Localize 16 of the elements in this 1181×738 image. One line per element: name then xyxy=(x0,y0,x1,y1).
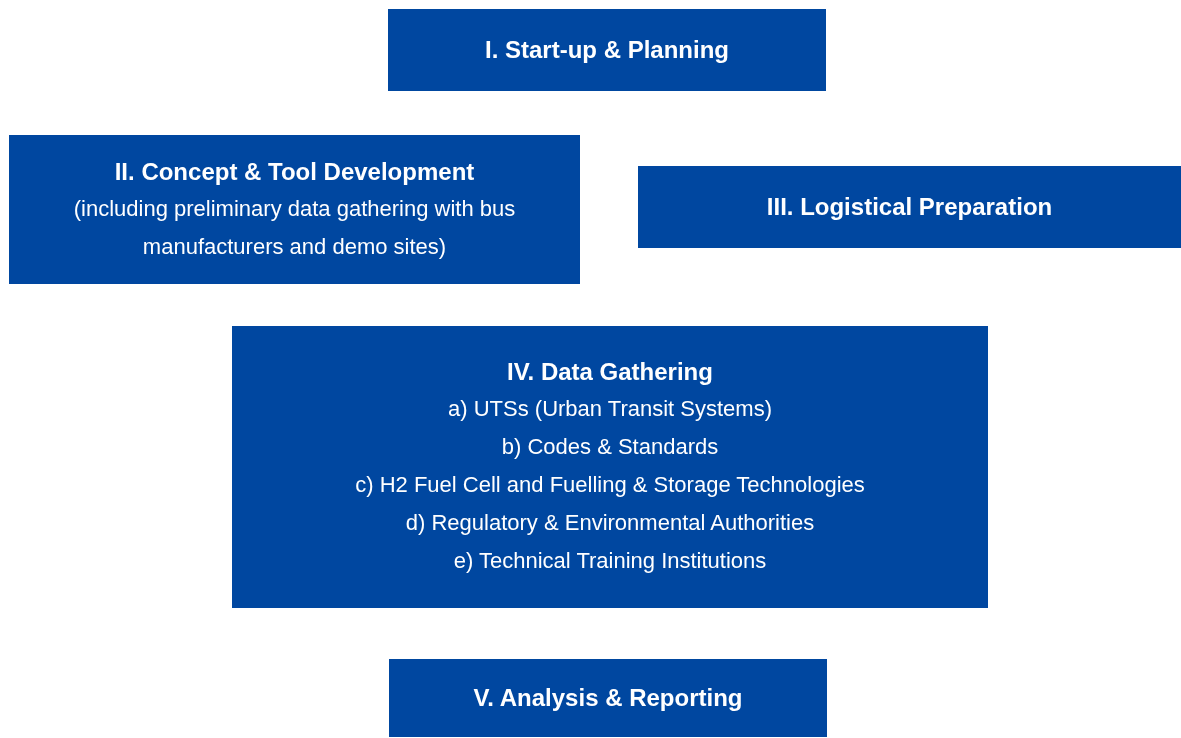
stage-title: II. Concept & Tool Development xyxy=(114,156,475,187)
stage-description: (including preliminary data gathering with bus manufacturers and demo sites) xyxy=(72,194,517,261)
stage-box xyxy=(389,659,827,737)
stage-title: IV. Data Gathering xyxy=(507,357,713,387)
stage-title: I. Start-up & Planning xyxy=(485,35,729,65)
stage-title: V. Analysis & Reporting xyxy=(473,683,743,713)
stage-description: c) H2 Fuel Cell and Fuelling & Storage Technologies xyxy=(355,471,865,499)
stage-box xyxy=(388,9,826,91)
stage-box xyxy=(9,135,580,284)
stage-description: e) Technical Training Institutions xyxy=(453,547,767,575)
stage-description: b) Codes & Standards xyxy=(501,433,719,461)
stage-box xyxy=(638,166,1181,248)
stage-title: III. Logistical Preparation xyxy=(766,192,1053,222)
stage-box xyxy=(232,326,988,608)
stage-description: a) UTSs (Urban Transit Systems) xyxy=(448,395,772,423)
stage-description: d) Regulatory & Environmental Authorities xyxy=(405,509,815,537)
